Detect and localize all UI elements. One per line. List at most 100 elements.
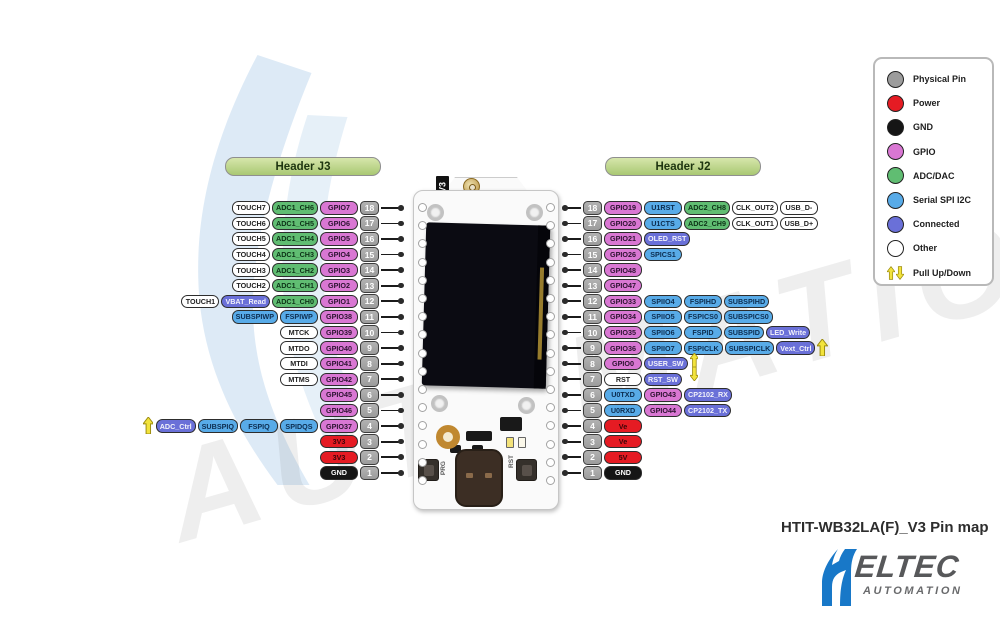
- legend-label: Pull Up/Down: [913, 267, 971, 278]
- through-hole: [546, 221, 555, 231]
- header-j2-title: Header J2: [605, 157, 761, 176]
- legend-label: Connected: [913, 219, 960, 230]
- pin-number: 18: [583, 200, 602, 215]
- pin-connector-line: [562, 329, 581, 335]
- pin-label-fspics0: FSPICS0: [684, 310, 722, 324]
- pin-label-spidqs: SPIDQS: [280, 419, 318, 433]
- pin-number: 3: [360, 434, 379, 449]
- pin-label-adc-ctrl: ADC_Ctrl: [155, 419, 196, 433]
- pin-number: 5: [583, 403, 602, 418]
- legend-label: GND: [913, 122, 933, 133]
- ic-chip: [450, 445, 461, 453]
- pin-connector-line: [381, 252, 404, 257]
- pin-label-led-write: LED_Write: [765, 325, 811, 340]
- pin-label-spiio4: SPIIO4: [644, 294, 682, 309]
- pull-updown-legend-icon: [887, 265, 904, 281]
- pin-label-vext-ctrl: Vext_Ctrl: [776, 341, 816, 355]
- usb-bridge-chip: [500, 417, 522, 431]
- pin-number: 12: [360, 294, 379, 309]
- pin-label-mtdi: MTDI: [280, 356, 318, 371]
- legend-item-physical-pin: Physical Pin: [887, 67, 988, 91]
- pin-label-gpio48: GPIO48: [604, 263, 642, 277]
- legend-label: GPIO: [913, 146, 936, 157]
- heltec-logo-flame-icon: [822, 549, 857, 606]
- pin-connector-line: [381, 392, 404, 398]
- pin-label-gpio36: GPIO36: [604, 341, 642, 355]
- pin-number: 6: [583, 387, 602, 403]
- pin-number: 11: [360, 309, 379, 325]
- pull-updown-indicator: [817, 339, 829, 357]
- pin-label-gnd: GND: [604, 466, 642, 480]
- pin-number: 1: [360, 465, 379, 481]
- pin-label-spiio6: SPIIO6: [644, 325, 682, 340]
- pull-up-arrow-icon: [887, 265, 895, 280]
- pin-number: 14: [583, 262, 602, 278]
- pin-label-mtms: MTMS: [280, 372, 318, 387]
- through-hole: [546, 439, 555, 449]
- ic-chip: [466, 431, 492, 441]
- pin-connector-line: [381, 205, 404, 210]
- through-hole: [546, 476, 555, 485]
- pin-connector-line: [562, 283, 581, 288]
- pin-connector-line: [562, 376, 581, 382]
- pin-label-gpio37: GPIO37: [320, 419, 358, 433]
- pin-number: 17: [583, 216, 602, 231]
- through-hole: [417, 348, 427, 358]
- mount-hole: [526, 204, 543, 221]
- pin-label-fspiq: FSPIQ: [240, 419, 278, 433]
- pin-number: 18: [360, 200, 379, 215]
- pin-number: 4: [583, 418, 602, 434]
- pin-label-clk-out2: CLK_OUT2: [731, 201, 778, 215]
- through-hole: [417, 221, 427, 231]
- through-hole: [417, 385, 427, 394]
- pin-number: 9: [360, 340, 379, 356]
- pin-label-touch1: TOUCH1: [181, 294, 220, 309]
- pin-label-gpio19: GPIO19: [604, 201, 642, 215]
- through-hole: [417, 457, 427, 467]
- pin-label-adc1-ch0: ADC1_CH0: [272, 294, 318, 309]
- pin-connector-line: [562, 361, 581, 366]
- pin-label-vbat-read: VBAT_Read: [221, 294, 271, 309]
- pin-label-subspiq: SUBSPIQ: [197, 419, 238, 433]
- pin-connector-line: [562, 470, 581, 476]
- pin-label-user-sw: USER_SW: [644, 356, 688, 371]
- pin-label-clk-out1: CLK_OUT1: [731, 216, 778, 231]
- status-led: [518, 437, 526, 448]
- pin-connector-line: [381, 439, 404, 444]
- legend-item-adc-dac: ADC/DAC: [887, 164, 988, 188]
- pin-connector-line: [562, 439, 581, 444]
- pin-label-oled-rst: OLED_RST: [644, 232, 691, 246]
- pin-number: 10: [583, 325, 602, 340]
- through-hole: [546, 348, 555, 358]
- pin-number: 15: [583, 247, 602, 262]
- pin-label-gpio38: GPIO38: [320, 310, 358, 324]
- pin-label-adc2-ch9: ADC2_CH9: [684, 216, 730, 231]
- pin-connector-line: [562, 236, 581, 242]
- pin-label-gpio43: GPIO43: [644, 388, 682, 402]
- pin-label-touch5: TOUCH5: [232, 232, 271, 246]
- through-hole: [417, 203, 427, 212]
- pull-up-arrow-icon: [817, 339, 829, 357]
- heltec-logo-subtext: AUTOMATION: [863, 585, 963, 597]
- legend-item-connected: Connected: [887, 212, 988, 236]
- pin-number: 12: [583, 294, 602, 309]
- pin-connector-line: [381, 283, 404, 288]
- pin-number: 5: [360, 403, 379, 418]
- pin-label-gpio2: GPIO2: [320, 278, 358, 293]
- through-hole: [546, 294, 555, 303]
- pin-number: 11: [583, 309, 602, 325]
- through-hole: [546, 257, 555, 267]
- pin-connector-line: [562, 220, 581, 226]
- mount-hole: [431, 395, 448, 412]
- through-hole: [546, 385, 555, 394]
- pin-number: 3: [583, 434, 602, 449]
- pin-connector-line: [562, 454, 581, 460]
